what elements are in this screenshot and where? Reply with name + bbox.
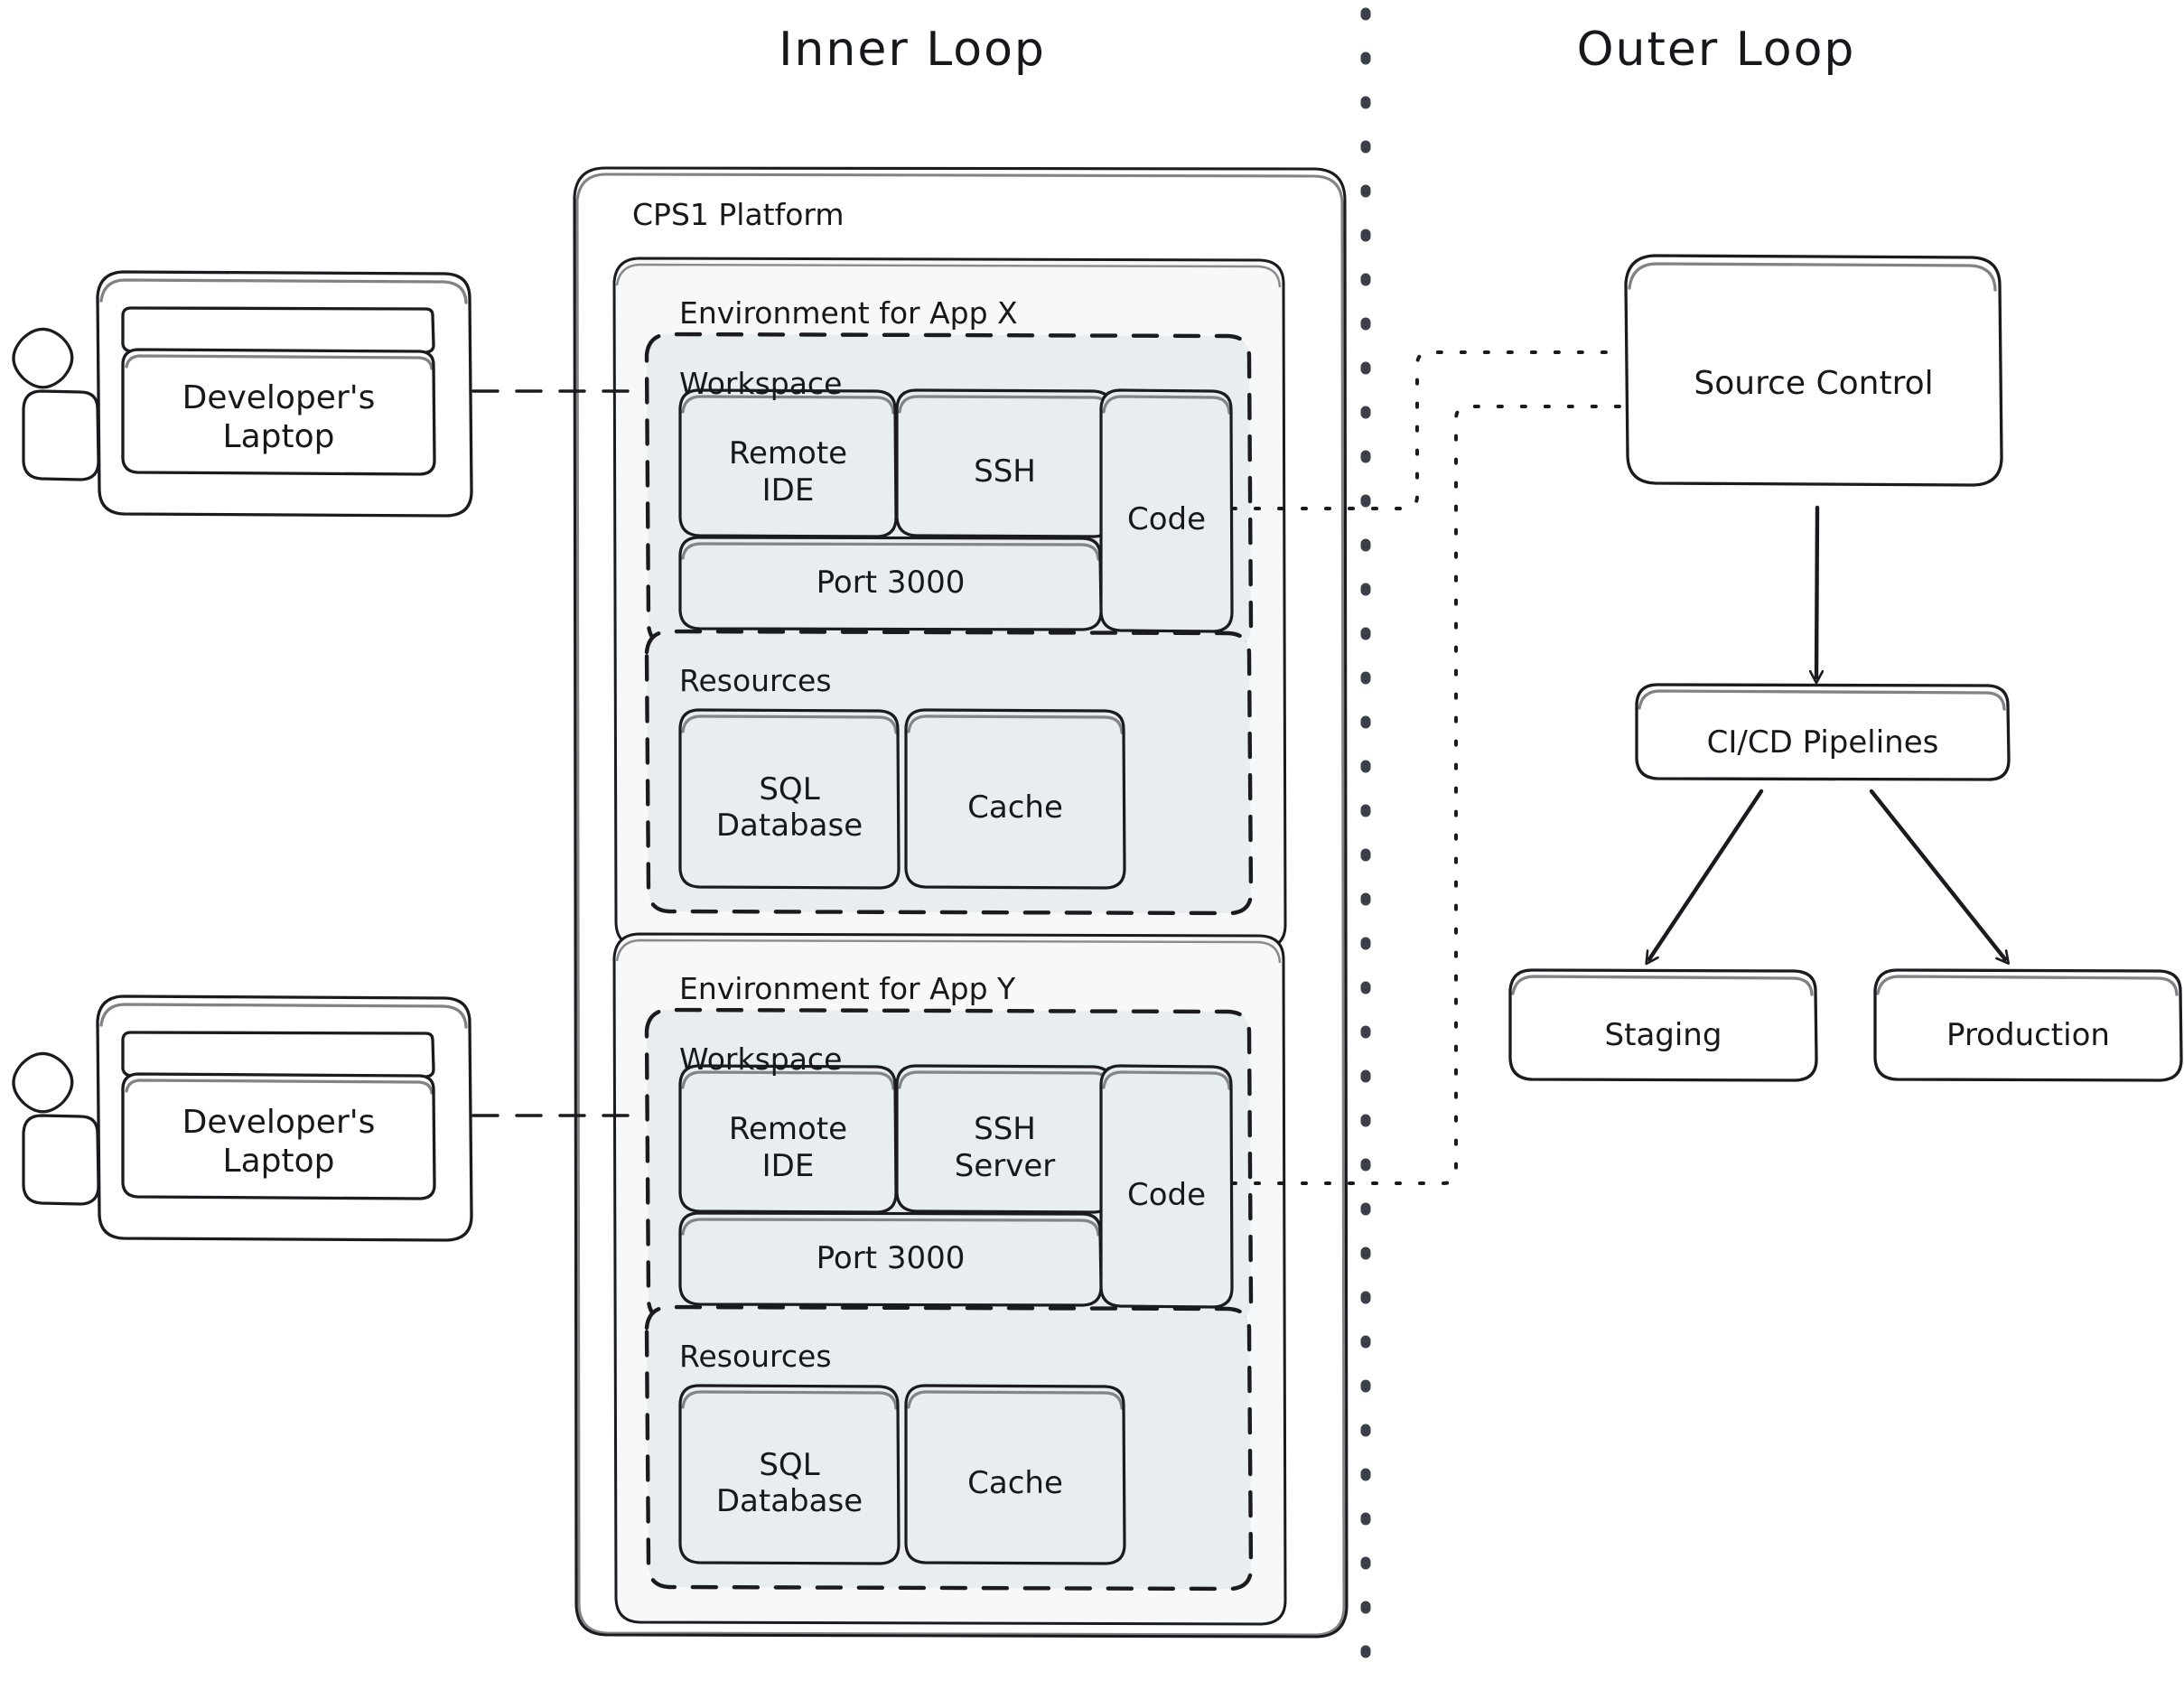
laptop-1-frame	[96, 270, 473, 518]
production-box	[1873, 968, 2183, 1082]
staging-box	[1508, 968, 1818, 1082]
cicd-pipelines-box	[1635, 683, 2011, 781]
laptop-2-frame	[96, 994, 473, 1242]
source-control-box	[1624, 254, 2003, 487]
workspace-x-nodes	[678, 388, 1234, 633]
laptop-workspace-connectors	[471, 389, 649, 1117]
arrow-pipelines-to-staging	[1649, 789, 1764, 959]
arrow-pipelines-to-production	[1869, 789, 2005, 959]
workspace-y-nodes	[678, 1064, 1234, 1309]
outer-loop-arrows	[1649, 505, 2005, 959]
resources-y-nodes	[678, 1384, 1126, 1565]
resources-x-nodes	[678, 708, 1126, 890]
connector-code-y-source-control	[1230, 405, 1625, 1185]
developer-actor-1	[12, 327, 100, 481]
arrow-source-control-to-pipelines	[1816, 505, 1817, 677]
developer-actor-2	[12, 1051, 100, 1206]
connector-code-x-source-control	[1230, 350, 1625, 510]
code-source-control-connectors	[1230, 350, 1625, 1185]
